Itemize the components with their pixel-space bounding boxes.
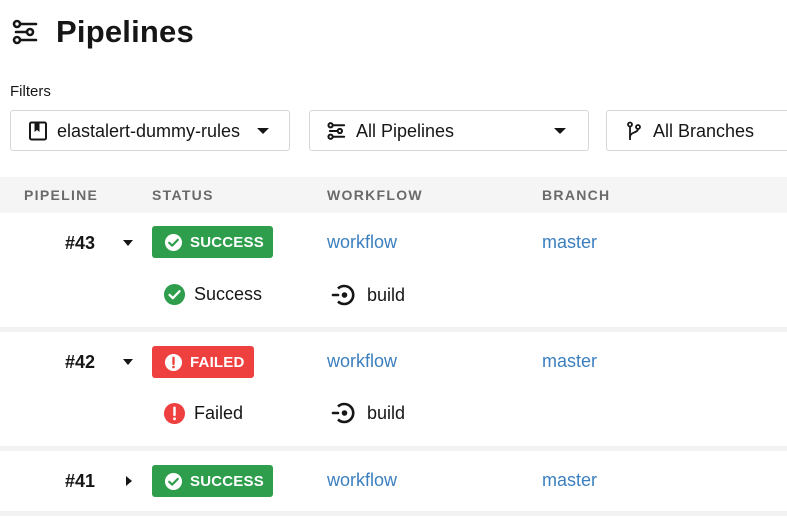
pipelines-filter-label: All Pipelines <box>356 121 455 141</box>
expand-toggle-icon[interactable] <box>123 240 133 246</box>
row-divider <box>0 511 787 516</box>
branch-link[interactable]: master <box>542 351 598 371</box>
check-circle-icon <box>164 233 183 251</box>
pipeline-number: #41 <box>65 471 96 491</box>
branch-icon <box>627 121 641 140</box>
pipelines-icon <box>12 19 38 45</box>
job-status-label: Failed <box>194 403 244 423</box>
column-header-pipeline: PIPELINE <box>24 187 99 203</box>
chevron-down-icon <box>554 128 566 134</box>
pipeline-number: #42 <box>65 352 96 372</box>
job-link[interactable]: build <box>331 282 405 308</box>
row-divider <box>0 446 787 451</box>
project-filter-label: elastalert-dummy-rules <box>57 121 241 141</box>
status-badge-label: FAILED <box>190 353 245 371</box>
job-icon <box>331 284 355 306</box>
table-header: PIPELINE STATUS WORKFLOW BRANCH <box>0 177 787 213</box>
branches-filter-label: All Branches <box>653 121 755 141</box>
status-badge-label: SUCCESS <box>190 472 264 490</box>
exclamation-circle-icon <box>164 353 183 371</box>
job-link[interactable]: build <box>331 400 405 426</box>
pipeline-number: #43 <box>65 233 96 253</box>
row-divider <box>0 327 787 332</box>
project-filter-dropdown[interactable]: elastalert-dummy-rules <box>10 110 290 151</box>
pipelines-filter-dropdown[interactable]: All Pipelines <box>309 110 589 151</box>
page-header: Pipelines <box>12 14 194 50</box>
workflow-link[interactable]: workflow <box>327 351 398 371</box>
status-badge: SUCCESS <box>152 465 273 497</box>
job-name-label: build <box>367 402 406 423</box>
chevron-down-icon <box>257 128 269 134</box>
column-header-workflow: WORKFLOW <box>327 187 423 203</box>
pipeline-row: #43 SUCCESS workflow master Success buil… <box>0 213 787 327</box>
job-icon <box>331 402 355 424</box>
bookmark-repo-icon <box>29 121 47 141</box>
status-badge: SUCCESS <box>152 226 273 258</box>
expand-toggle-icon[interactable] <box>123 359 133 365</box>
expand-toggle-icon[interactable] <box>126 476 132 486</box>
job-name-label: build <box>367 284 406 305</box>
branch-link[interactable]: master <box>542 232 598 252</box>
workflow-link[interactable]: workflow <box>327 470 398 490</box>
workflow-link[interactable]: workflow <box>327 232 398 252</box>
pipeline-row: #41 SUCCESS workflow master <box>0 451 787 511</box>
filters-label: Filters <box>10 83 51 100</box>
job-status: Success <box>163 283 262 306</box>
job-status: Failed <box>163 402 243 425</box>
check-circle-icon <box>164 472 183 490</box>
job-status-label: Success <box>194 284 263 304</box>
branches-filter-dropdown[interactable]: All Branches <box>606 110 787 151</box>
exclamation-circle-icon <box>163 402 186 425</box>
column-header-status: STATUS <box>152 187 214 203</box>
pipeline-row: #42 FAILED workflow master Failed build <box>0 332 787 446</box>
status-badge: FAILED <box>152 346 254 378</box>
page-title: Pipelines <box>56 14 194 49</box>
check-circle-icon <box>163 283 186 306</box>
branch-link[interactable]: master <box>542 470 598 490</box>
status-badge-label: SUCCESS <box>190 233 264 251</box>
pipelines-icon <box>327 122 346 140</box>
column-header-branch: BRANCH <box>542 187 611 203</box>
